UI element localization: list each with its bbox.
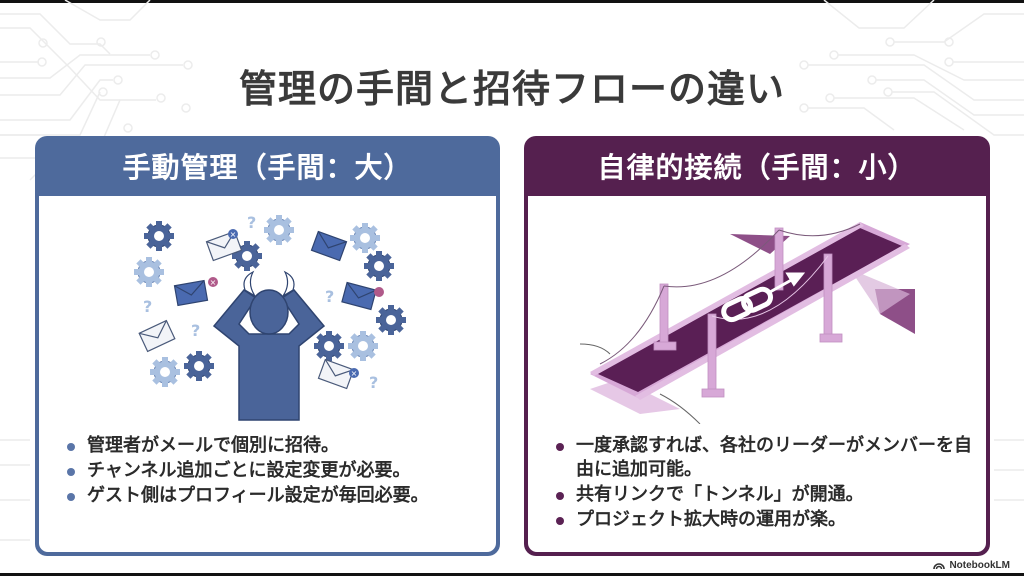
notebooklm-logo-icon bbox=[933, 563, 946, 570]
envelope-icon: × × × bbox=[138, 229, 384, 390]
circuit-pattern-right bbox=[799, 0, 1024, 501]
bullet-list: 管理者がメールで個別に招待。 チャンネル追加ごとに設定変更が必要。 ゲスト側はプ… bbox=[65, 434, 485, 509]
bullet-dot-icon bbox=[67, 443, 75, 451]
watermark-label: NotebookLM bbox=[949, 560, 1010, 571]
autonomous-connection-card: 自律的接続（手間：小） bbox=[524, 136, 990, 556]
bottom-border bbox=[0, 573, 1024, 576]
stressed-person-illustration: × × × ? ? ? ? ? bbox=[133, 213, 407, 421]
link-icon bbox=[721, 286, 774, 323]
manual-management-card: 手動管理（手間：大） bbox=[35, 136, 500, 556]
svg-text:×: × bbox=[351, 369, 358, 378]
bullet-item: 共有リンクで「トンネル」が開通。 bbox=[554, 483, 974, 507]
arrow-icon bbox=[769, 272, 806, 294]
svg-text:?: ? bbox=[369, 373, 378, 392]
card-heading: 手動管理（手間：大） bbox=[122, 151, 413, 184]
bullet-dot-icon bbox=[556, 492, 564, 500]
svg-text:?: ? bbox=[143, 297, 152, 316]
svg-text:×: × bbox=[230, 230, 237, 239]
bullet-dot-icon bbox=[67, 468, 75, 476]
bullet-dot-icon bbox=[556, 517, 564, 525]
notebooklm-watermark: NotebookLM bbox=[933, 560, 1010, 571]
bullet-dot-icon bbox=[556, 443, 564, 451]
bridge-illustration bbox=[580, 222, 915, 424]
svg-text:?: ? bbox=[325, 287, 334, 306]
card-body: 一度承認すれば、各社のリーダーがメンバーを自由に追加可能。 共有リンクで「トンネ… bbox=[528, 196, 986, 552]
bullet-item: チャンネル追加ごとに設定変更が必要。 bbox=[65, 459, 485, 483]
slide-title: 管理の手間と招待フローの違い bbox=[238, 67, 785, 111]
bullet-item: プロジェクト拡大時の運用が楽。 bbox=[554, 508, 974, 532]
bullet-item: ゲスト側はプロフィール設定が毎回必要。 bbox=[65, 484, 485, 508]
question-mark-icon: ? ? ? ? ? bbox=[143, 213, 378, 392]
bullet-item: 一度承認すれば、各社のリーダーがメンバーを自由に追加可能。 bbox=[554, 434, 974, 482]
svg-text:×: × bbox=[210, 278, 217, 287]
bullet-dot-icon bbox=[67, 493, 75, 501]
svg-text:?: ? bbox=[247, 213, 256, 232]
person-icon bbox=[212, 270, 326, 421]
bullet-item: 管理者がメールで個別に招待。 bbox=[65, 434, 485, 458]
svg-text:?: ? bbox=[191, 321, 200, 340]
bullet-list: 一度承認すれば、各社のリーダーがメンバーを自由に追加可能。 共有リンクで「トンネ… bbox=[554, 434, 974, 533]
card-heading: 自律的接続（手間：小） bbox=[597, 151, 917, 184]
card-body: × × × ? ? ? ? ? 管理者がメールで個別に招待。 チャンネル追加ごと… bbox=[39, 196, 496, 552]
top-border bbox=[0, 0, 1024, 3]
circuit-pattern-left bbox=[0, 0, 193, 541]
